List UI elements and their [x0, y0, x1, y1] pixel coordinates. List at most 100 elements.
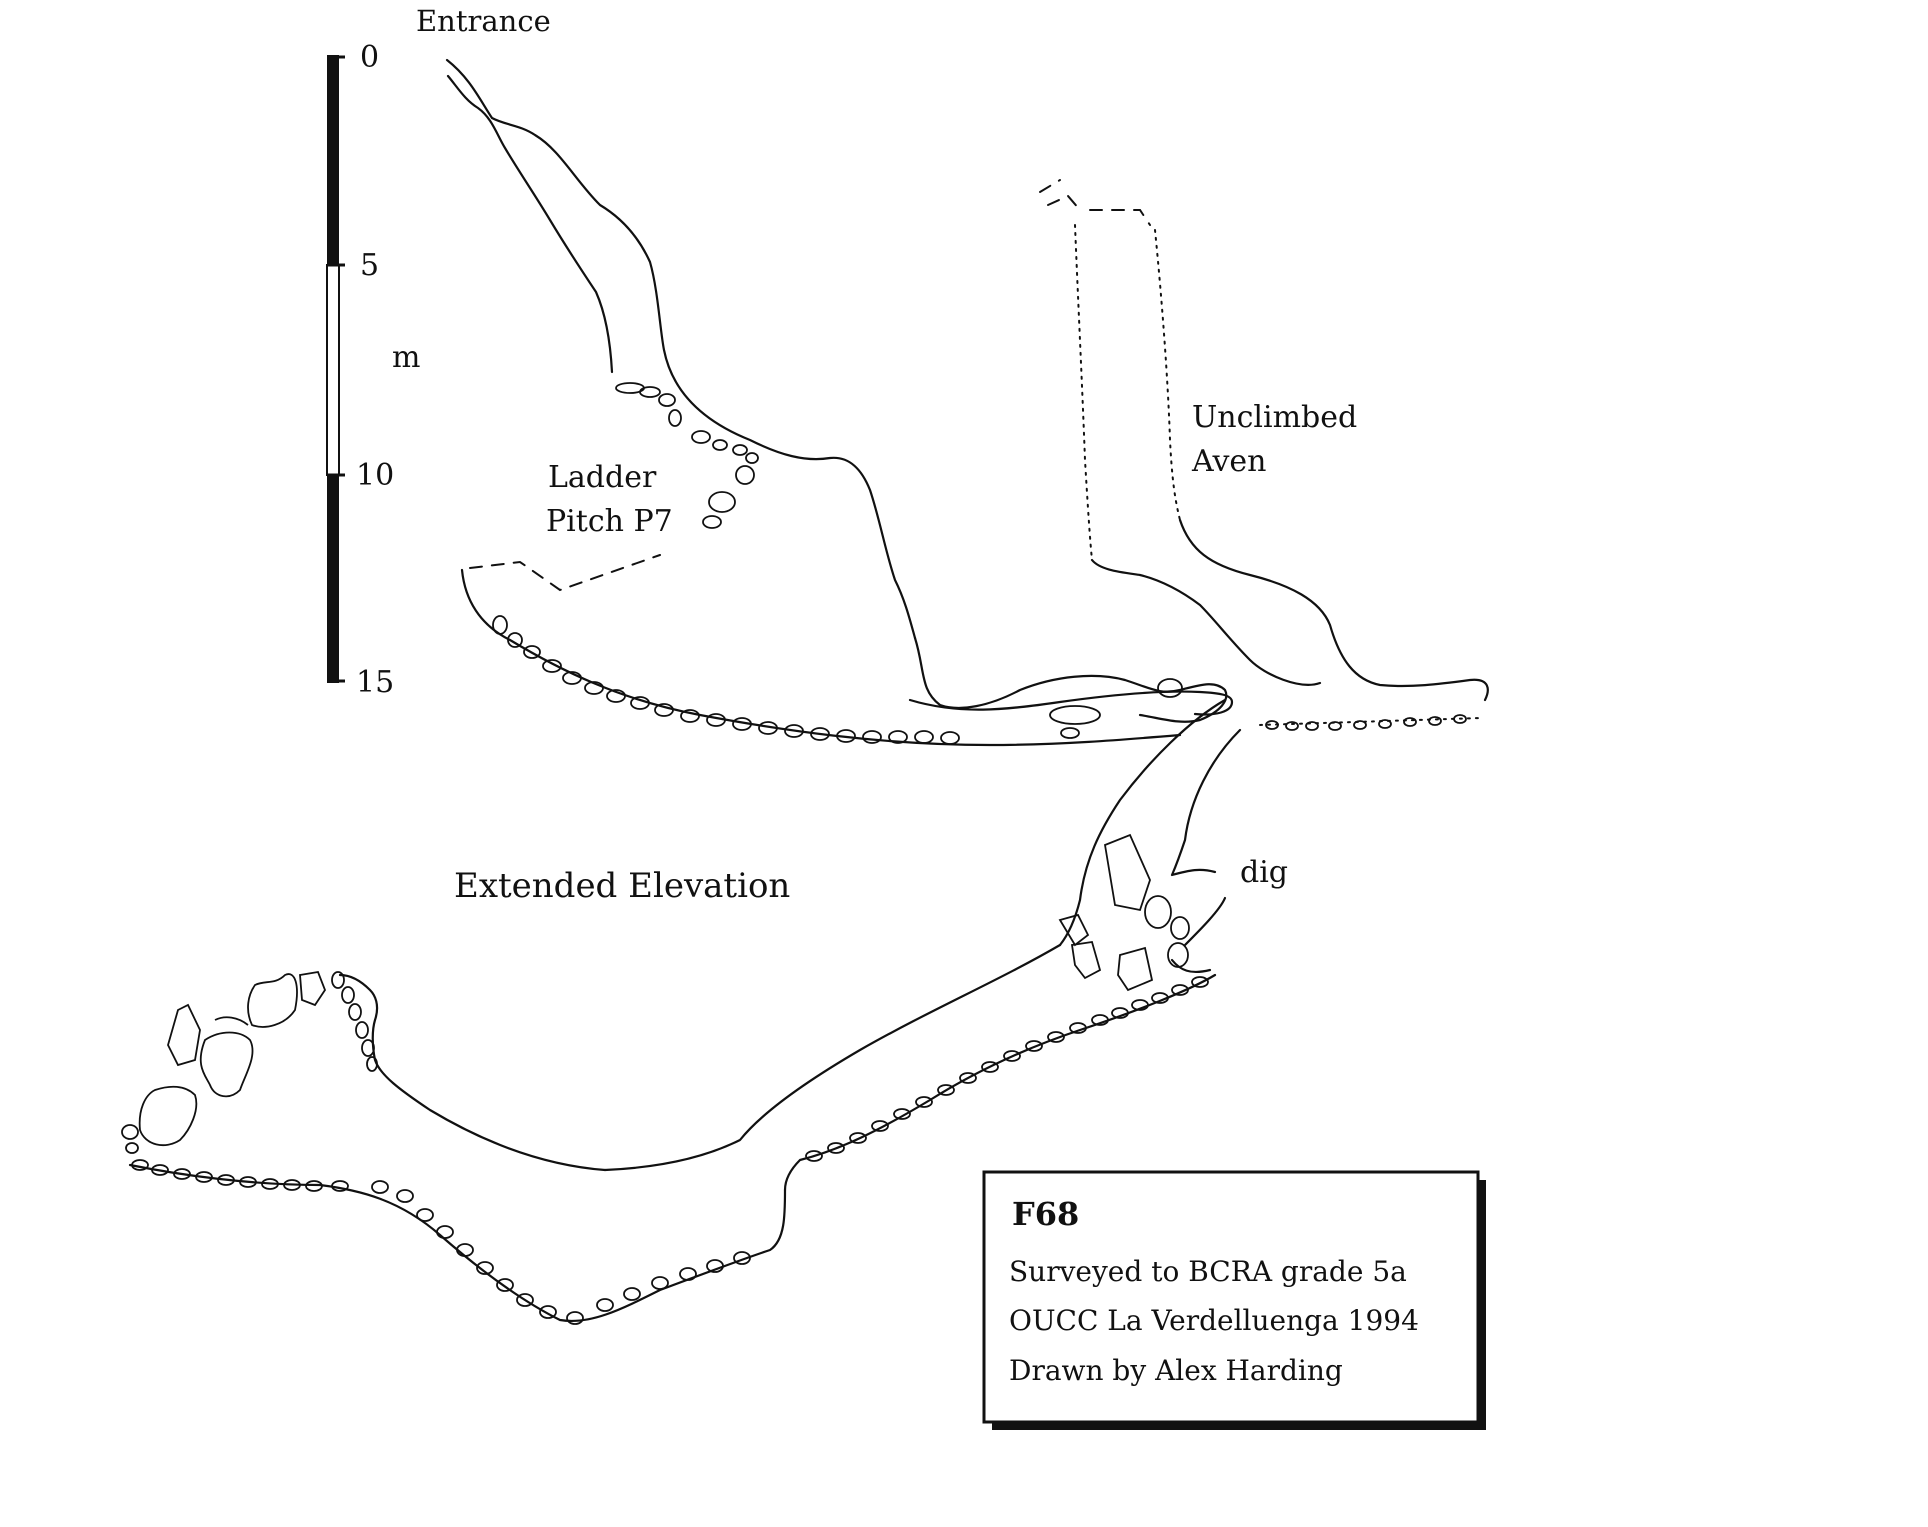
descending-passage-left-wall: [1058, 698, 1227, 947]
rock: [476, 1261, 494, 1275]
rock: [1453, 714, 1467, 724]
boulder: [138, 1085, 198, 1147]
rock: [915, 1096, 933, 1108]
aven-passage-floor-rocks: [1265, 714, 1467, 731]
rock: [539, 1305, 557, 1319]
rock: [584, 681, 604, 695]
rock: [1047, 1031, 1065, 1043]
rock: [871, 1120, 889, 1132]
rock: [1091, 1014, 1109, 1026]
rock: [121, 1124, 139, 1140]
dig-passage: [1183, 896, 1227, 947]
pitch-chamber-floor-rocks: [492, 615, 1183, 745]
rock: [1171, 984, 1189, 996]
lower-passage-roof: [908, 690, 1234, 716]
boulder: [299, 970, 327, 1007]
aven-top-dashed-right: [1089, 209, 1151, 226]
rock: [651, 1276, 669, 1290]
boulder: [167, 1003, 201, 1067]
rock: [436, 1225, 454, 1239]
boulder: [1117, 946, 1154, 992]
lower-passage-step: [1170, 958, 1212, 974]
rock: [1428, 716, 1442, 726]
aven-base-right: [1178, 518, 1489, 702]
rock: [305, 1180, 323, 1192]
rock: [606, 689, 626, 703]
info-box-line-1: Surveyed to BCRA grade 5a: [1009, 1255, 1407, 1288]
scale-bar-black-upper: [327, 55, 339, 265]
rock: [708, 491, 736, 513]
rock: [596, 1298, 614, 1312]
rock: [733, 1251, 751, 1265]
rock: [523, 645, 541, 659]
aven-right-wall: [1154, 229, 1181, 521]
rock: [1403, 717, 1417, 727]
scale-bar-black-lower: [327, 475, 339, 683]
info-box-line-3: Drawn by Alex Harding: [1009, 1354, 1343, 1387]
rock: [348, 1003, 362, 1021]
rock: [836, 729, 856, 743]
descending-passage: [603, 698, 1242, 1192]
rock: [940, 731, 960, 745]
unclimbed-aven: [1039, 179, 1489, 731]
rock: [355, 1021, 369, 1039]
unclimbed-aven-label-line2: Aven: [1191, 444, 1266, 479]
rock: [706, 1259, 724, 1273]
boulder: [1144, 895, 1172, 929]
descending-passage-right-wall: [1170, 728, 1242, 877]
aven-top-dashed-mid: [1047, 194, 1081, 211]
rock: [1131, 999, 1149, 1011]
rock: [283, 1179, 301, 1191]
rock: [1305, 721, 1319, 731]
rock: [496, 1278, 514, 1292]
rock: [937, 1084, 955, 1096]
boulder: [1070, 940, 1102, 980]
ladder-pitch-label-line1: Ladder: [548, 460, 657, 495]
entrance-shaft: [445, 58, 1234, 723]
rock: [331, 971, 345, 989]
rock: [735, 465, 755, 485]
rock: [1025, 1040, 1043, 1052]
rock: [1285, 721, 1299, 731]
rock: [125, 1142, 139, 1154]
rock: [623, 1287, 641, 1301]
info-box-cave-id: F68: [1012, 1195, 1079, 1233]
survey-info-box: F68 Surveyed to BCRA grade 5a OUCC La Ve…: [982, 1170, 1486, 1430]
rock: [1151, 992, 1169, 1004]
pitch-chamber-floor: [508, 638, 1182, 747]
rock: [914, 730, 934, 744]
rock: [888, 730, 908, 744]
descending-passage-boulders: [1058, 833, 1190, 992]
rock: [396, 1189, 414, 1203]
rock: [131, 1159, 149, 1171]
rock: [849, 1132, 867, 1144]
rock: [679, 1267, 697, 1281]
scale-label-5: 5: [360, 248, 379, 283]
rock: [893, 1108, 911, 1120]
extended-elevation-title: Extended Elevation: [454, 866, 790, 906]
lower-passage-roof-right: [603, 943, 1062, 1172]
aven-top-dashed-left: [1039, 179, 1061, 193]
aven-left-wall: [1074, 224, 1093, 561]
rock: [680, 709, 700, 723]
rock: [658, 393, 676, 407]
rock: [758, 721, 778, 735]
rock: [732, 717, 752, 731]
ladder-pitch-dashed-line: [469, 554, 661, 592]
rock: [827, 1142, 845, 1154]
rock: [239, 1176, 257, 1188]
boulder: [214, 1016, 249, 1026]
boulder: [1103, 833, 1151, 912]
rock: [341, 986, 355, 1004]
rock: [366, 1056, 378, 1072]
pitch-breakdown-rocks: [615, 382, 759, 529]
lower-chamber-roof: [338, 973, 607, 1172]
boulder: [199, 1031, 254, 1098]
info-box-line-2: OUCC La Verdelluenga 1994: [1009, 1304, 1419, 1337]
entrance-shaft-left-wall: [446, 74, 614, 374]
rock: [1111, 1007, 1129, 1019]
rock: [1191, 976, 1209, 988]
pitch-chamber-left-wall: [460, 568, 512, 642]
rock: [732, 444, 748, 456]
entrance-shaft-right-wall: [445, 58, 917, 640]
